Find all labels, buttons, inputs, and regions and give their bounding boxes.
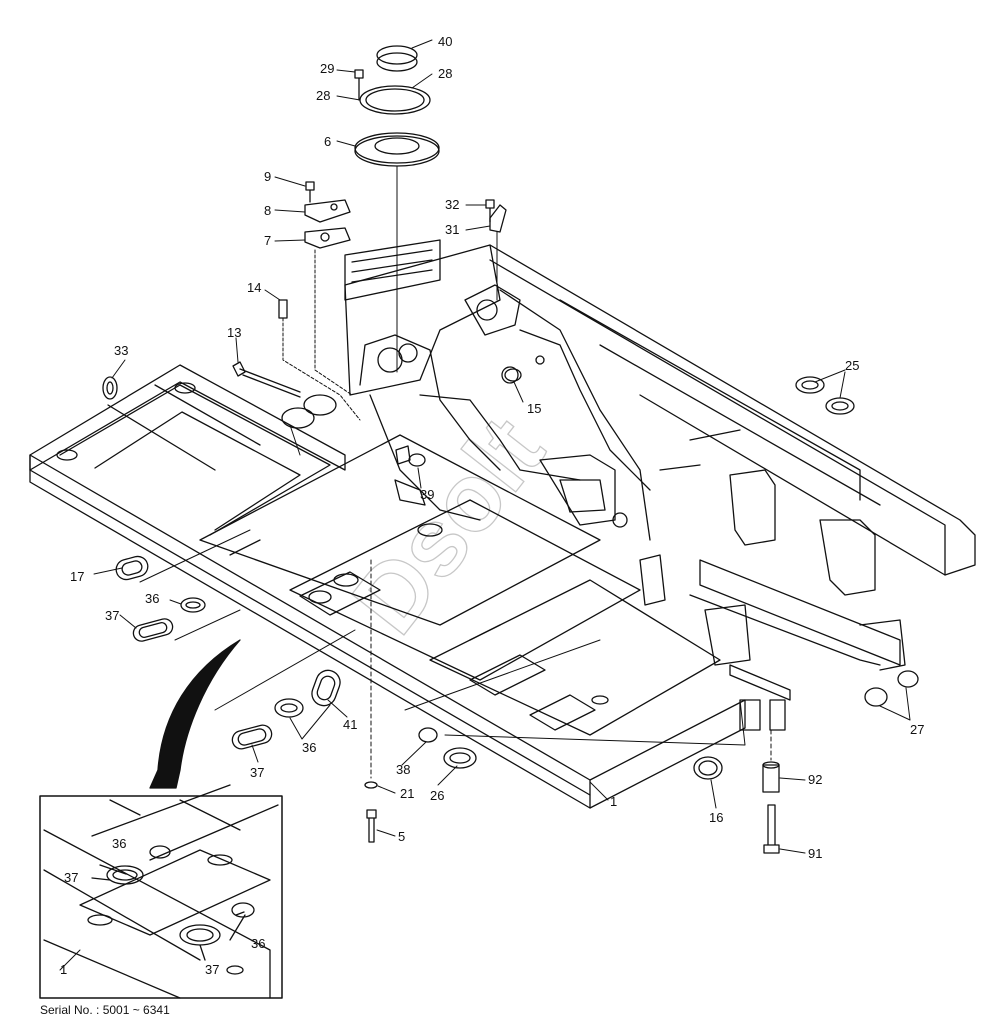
- callout-27: 27: [910, 722, 924, 737]
- callout-8: 8: [264, 203, 271, 218]
- part-33-grommet: [102, 376, 118, 400]
- part-27-grommets: [864, 670, 919, 707]
- callout-36-upper: 36: [145, 591, 159, 606]
- callout-7: 7: [264, 233, 271, 248]
- callout-41: 41: [343, 717, 357, 732]
- part-15-bushing: [504, 368, 522, 382]
- serial-number-note: Serial No. : 5001 ~ 6341: [40, 1003, 170, 1017]
- part-92-spacer-91-bolt: [762, 729, 780, 854]
- callout-33: 33: [114, 343, 128, 358]
- callout-37-inset-top: 37: [64, 870, 78, 885]
- callout-36-inset-top: 36: [112, 836, 126, 851]
- watermark: Dsolt: [332, 398, 564, 653]
- callout-16: 16: [709, 810, 723, 825]
- callout-37-inset-bottom: 37: [205, 962, 219, 977]
- callout-26: 26: [430, 788, 444, 803]
- callout-36-lower: 36: [302, 740, 316, 755]
- part-7-gasket: [304, 227, 353, 396]
- part-14-pin: [278, 299, 361, 421]
- detail-pointer-arrow: [149, 639, 241, 789]
- callout-40: 40: [438, 34, 452, 49]
- callout-28-right: 28: [438, 66, 452, 81]
- callout-25: 25: [845, 358, 859, 373]
- callout-1-inset: 1: [60, 962, 67, 977]
- part-28-retainer-ring: [359, 85, 431, 115]
- callout-17: 17: [70, 569, 84, 584]
- part-9-bolt: [305, 181, 315, 203]
- part-6-seal-plate: [354, 132, 440, 373]
- part-25-grommets: [795, 376, 855, 415]
- callout-5: 5: [398, 829, 405, 844]
- part-38-26-grommets: [418, 727, 477, 769]
- part-36-37-41-grommets-lower: [231, 669, 341, 750]
- callout-37-lower: 37: [250, 765, 264, 780]
- part-36-37-grommets-upper: [132, 597, 206, 642]
- part-40-ring: [376, 45, 418, 72]
- callout-9: 9: [264, 169, 271, 184]
- callout-31: 31: [445, 222, 459, 237]
- part-bushings: [281, 394, 337, 456]
- callout-92: 92: [808, 772, 822, 787]
- frame-left-rail: [29, 364, 746, 809]
- callout-32: 32: [445, 197, 459, 212]
- callout-28-left: 28: [316, 88, 330, 103]
- callout-14: 14: [247, 280, 261, 295]
- callout-6: 6: [324, 134, 331, 149]
- callout-1: 1: [610, 794, 617, 809]
- callout-38: 38: [396, 762, 410, 777]
- callout-13: 13: [227, 325, 241, 340]
- leader-lines: [93, 39, 911, 854]
- callout-21: 21: [400, 786, 414, 801]
- callout-39: 39: [420, 487, 434, 502]
- callout-15: 15: [527, 401, 541, 416]
- callout-29: 29: [320, 61, 334, 76]
- part-13-long-bolt: [232, 361, 301, 398]
- callout-labels: 40 29 28 28 6 9 8 7 32 31 14 13 33 25 15…: [60, 34, 924, 977]
- callout-36-inset-bottom: 36: [251, 936, 265, 951]
- part-16-grommet: [693, 756, 723, 780]
- part-8-cover: [304, 199, 351, 223]
- frame-right-rail: [489, 244, 976, 731]
- detail-inset: [39, 784, 283, 999]
- callout-91: 91: [808, 846, 822, 861]
- callout-37-upper: 37: [105, 608, 119, 623]
- part-39-clip: [394, 445, 426, 506]
- frame-floor: [199, 434, 721, 736]
- part-21-washer-5-bolt: [364, 559, 378, 843]
- part-29-bolt: [354, 69, 364, 101]
- part-17-grommet: [115, 555, 149, 581]
